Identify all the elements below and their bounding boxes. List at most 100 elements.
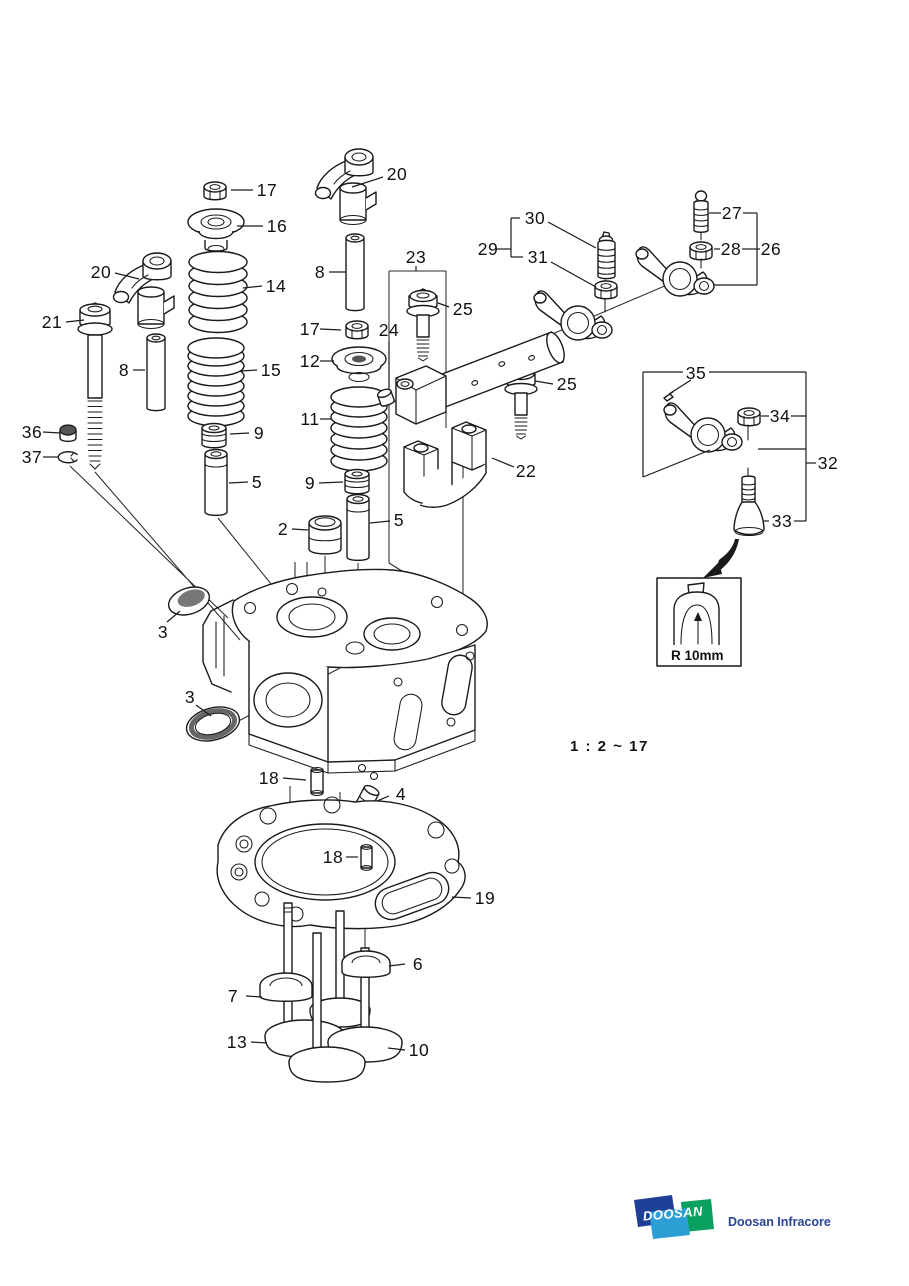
valve-spring-14	[188, 250, 248, 334]
callout-2: 2	[278, 519, 288, 539]
stud-30	[597, 231, 616, 280]
callout-34: 34	[770, 406, 790, 426]
valve-guide-5-mid	[346, 493, 370, 562]
cylinder-head	[202, 568, 488, 781]
retainer-12	[331, 346, 387, 383]
rocker-arm-20-top	[314, 148, 377, 226]
valve-guide-8-mid	[345, 233, 365, 312]
leader-line-21	[65, 319, 85, 323]
group-23-box	[388, 270, 463, 609]
bolt-25-upper	[406, 288, 440, 362]
callout-17: 17	[300, 319, 320, 339]
callout-29: 29	[478, 239, 498, 259]
valve-guide-8-left	[146, 333, 166, 412]
callout-25: 25	[453, 299, 473, 319]
leader-line-18	[282, 777, 307, 781]
leader-line-10	[387, 1047, 406, 1051]
logo-block-blue	[649, 1208, 690, 1239]
nut-34	[737, 407, 761, 427]
callout-9: 9	[305, 473, 315, 493]
elephant-foot-33	[733, 475, 765, 537]
callout-3: 3	[185, 687, 195, 707]
leader-line-13	[250, 1041, 268, 1044]
callout-3: 3	[158, 622, 168, 642]
callout-22: 22	[516, 461, 536, 481]
callout-8: 8	[315, 262, 325, 282]
valve-guide-5-left	[204, 448, 228, 517]
leader-line-25	[534, 380, 554, 385]
shaft-plug-24	[376, 388, 395, 407]
callout-36: 36	[22, 422, 42, 442]
pin-35	[663, 391, 674, 402]
callout-16: 16	[267, 216, 287, 236]
leader-line-7	[245, 995, 263, 998]
screw-27	[693, 190, 709, 241]
valve-exhaust-front	[288, 932, 366, 1083]
leader-line-9	[229, 432, 250, 435]
nut-17-top	[203, 181, 227, 201]
leader-line-30	[547, 221, 597, 249]
callout-23: 23	[406, 247, 426, 267]
doosan-logo: DOOSAN Doosan Infracore	[634, 1195, 831, 1239]
nut-31	[594, 280, 618, 300]
rocker-arm-32	[663, 402, 743, 453]
retainer-16	[187, 208, 245, 254]
rocker-arm-20-left	[112, 252, 175, 330]
logo-block-green	[681, 1199, 714, 1232]
callout-5: 5	[394, 510, 404, 530]
leader-line-32	[642, 449, 711, 478]
callout-20: 20	[387, 164, 407, 184]
valve-seal-6	[341, 950, 391, 978]
detail-box-r10: R 10mm	[656, 539, 742, 667]
leader-line-31	[550, 261, 597, 288]
callout-35: 35	[686, 363, 706, 383]
logo-company-name: Doosan Infracore	[728, 1215, 831, 1229]
leader-line-9	[318, 481, 344, 484]
leader-line-17	[319, 328, 342, 331]
nut-28	[689, 241, 713, 261]
callout-33: 33	[772, 511, 792, 531]
leader-line-2	[291, 528, 309, 531]
valve-intake-rear	[309, 910, 371, 1028]
callout-31: 31	[528, 247, 548, 267]
leader-line-19	[451, 896, 472, 899]
dowel-18-lower	[360, 844, 373, 871]
callout-24: 24	[379, 320, 399, 340]
callout-4: 4	[396, 784, 406, 804]
cup-plug-3-lower	[185, 706, 241, 742]
head-gasket-19	[216, 796, 466, 930]
leader-line-25	[437, 302, 450, 308]
callout-27: 27	[722, 203, 742, 223]
valve-spring-15	[187, 337, 245, 427]
callout-10: 10	[409, 1040, 429, 1060]
callout-19: 19	[475, 888, 495, 908]
leader-line-14	[242, 285, 263, 289]
leader-line-4	[376, 795, 390, 802]
leader-line-36	[42, 431, 61, 434]
callout-14: 14	[266, 276, 286, 296]
callout-21: 21	[42, 312, 62, 332]
leader-line-3	[195, 704, 212, 717]
callout-5: 5	[252, 472, 262, 492]
nut-17-mid	[345, 320, 369, 340]
callout-9: 9	[254, 423, 264, 443]
callout-30: 30	[525, 208, 545, 228]
callout-12: 12	[300, 351, 320, 371]
valve-seal-7	[259, 972, 313, 1002]
rocker-bracket-22	[403, 421, 487, 508]
dowel-18-upper	[310, 766, 324, 797]
callout-7: 7	[228, 986, 238, 1006]
leader-line-20	[351, 176, 384, 188]
leader-line-35	[668, 379, 692, 395]
stem-seal-9-mid	[344, 468, 370, 495]
leader-line-3	[166, 610, 181, 623]
leader-line-6	[388, 963, 406, 967]
callout-17: 17	[257, 180, 277, 200]
stem-seal-9-left	[201, 422, 227, 449]
logo-wordmark: DOOSAN	[642, 1203, 703, 1223]
callout-37: 37	[22, 447, 42, 467]
callout-32: 32	[818, 453, 838, 473]
leader-line-5	[369, 520, 391, 524]
